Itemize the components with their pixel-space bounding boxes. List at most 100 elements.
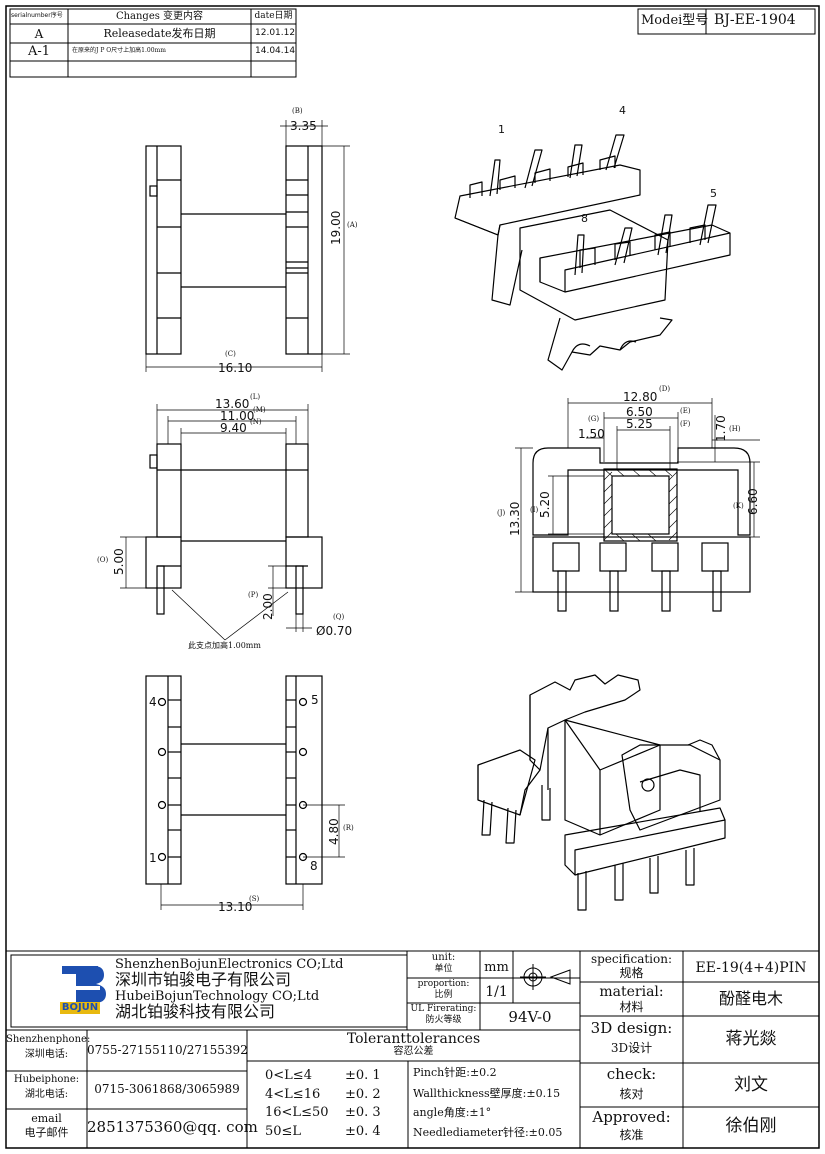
contact-label-en-2: email — [31, 1112, 62, 1125]
iso-pin-4: 4 — [619, 104, 626, 117]
design-label-cn: 3D设计 — [610, 1041, 653, 1055]
unit-label-cn: 单位 — [434, 964, 453, 974]
approved-label-en: Approved: — [592, 1108, 671, 1126]
dim-q: Ø0.70 — [316, 624, 353, 638]
material-label-cn: 材料 — [619, 1000, 644, 1014]
tag-k: (K) — [733, 502, 744, 510]
material-value: 酚醛电木 — [718, 989, 783, 1008]
company-cn-1: 深圳市铂骏电子有限公司 — [115, 970, 292, 989]
bojun-logo-icon — [60, 966, 106, 1014]
tag-r: (R) — [343, 824, 354, 832]
contact-value-2: 2851375360@qq. com — [87, 1118, 258, 1136]
tol-note-1: Wallthickness壁厚度:±0.15 — [413, 1087, 561, 1100]
support-note: 此支点加高1.00mm — [188, 641, 261, 650]
company-en-2: HubeiBojunTechnology CO;Ltd — [115, 989, 320, 1004]
front-view — [120, 404, 323, 641]
logo-text: BOJUN — [61, 1002, 99, 1013]
dim-b: 3.35 — [290, 119, 317, 133]
tol-range-0: 0<L≤4 — [265, 1068, 312, 1083]
unit-value: mm — [484, 960, 509, 975]
model-value: BJ-EE-1904 — [714, 12, 796, 28]
tag-p: (P) — [248, 591, 259, 599]
dim-r: 4.80 — [327, 818, 341, 845]
tol-value-2: ±0. 3 — [345, 1105, 381, 1120]
tag-h: (H) — [729, 425, 741, 433]
rev-change-1: 在原来的J P O尺寸上加高1.00mm — [72, 47, 166, 54]
rev-header-serial: serialnumber序号 — [11, 12, 63, 19]
tag-b: (B) — [292, 107, 303, 115]
dim-s: 13.10 — [218, 900, 253, 914]
tag-l: (L) — [250, 393, 261, 401]
tol-range-2: 16<L≤50 — [265, 1105, 329, 1120]
tag-e: (E) — [680, 407, 691, 415]
design-value: 蒋光燚 — [725, 1029, 777, 1049]
isometric-view-top — [454, 134, 731, 371]
dim-k: 6.60 — [746, 488, 760, 515]
tag-d: (D) — [659, 385, 671, 393]
tag-o: (O) — [97, 556, 109, 564]
check-label-en: check: — [606, 1065, 657, 1083]
isometric-view-bottom — [477, 674, 726, 911]
tol-range-3: 50≤L — [265, 1124, 302, 1139]
tolerances-title-cn: 容忍公差 — [393, 1046, 434, 1057]
dim-i: 5.20 — [538, 491, 552, 518]
material-label-en: material: — [599, 984, 664, 1000]
tag-n: (N) — [250, 418, 262, 426]
dim-p: 2.00 — [261, 593, 275, 620]
tag-s: (S) — [249, 895, 260, 903]
bottom-pin-5: 5 — [311, 693, 319, 707]
rev-change-0: Releasedate发布日期 — [103, 27, 216, 40]
tol-note-2: angle角度:±1° — [413, 1106, 492, 1119]
dim-a: 19.00 — [329, 210, 343, 245]
title-block-grid — [6, 950, 819, 1148]
rev-serial-0: A — [34, 27, 44, 41]
dim-m: 11.00 — [220, 409, 255, 423]
iso-pin-5: 5 — [710, 187, 717, 200]
ul-label-en: UL Firerating: — [410, 1004, 477, 1014]
dim-j: 13.30 — [508, 501, 522, 536]
ul-label-cn: 防火等级 — [425, 1015, 462, 1025]
tol-note-0: Pinch针距:±0.2 — [413, 1066, 497, 1079]
rev-date-0: 12.01.12 — [255, 28, 296, 38]
dim-o: 5.00 — [112, 548, 126, 575]
bottom-pin-1: 1 — [149, 851, 157, 865]
rev-serial-1: A-1 — [27, 44, 51, 59]
model-label: Modei型号 — [641, 13, 709, 28]
tol-range-1: 4<L≤16 — [265, 1087, 321, 1102]
tol-value-1: ±0. 2 — [345, 1087, 381, 1102]
tag-g: (G) — [588, 415, 600, 423]
ul-value: 94V-0 — [508, 1008, 552, 1026]
tag-i: (I) — [530, 506, 539, 514]
rev-date-1: 14.04.14 — [255, 46, 296, 56]
side-view — [515, 398, 760, 612]
dim-h: 1.70 — [714, 415, 728, 442]
contact-label-cn-0: 深圳电话: — [24, 1049, 69, 1060]
design-label-en: 3D design: — [590, 1019, 673, 1037]
dim-c: 16.10 — [218, 361, 253, 375]
dim-d: 12.80 — [623, 390, 658, 404]
bottom-view — [145, 675, 345, 910]
model-box — [637, 8, 816, 35]
contact-label-en-1: Hubeiphone: — [13, 1074, 80, 1085]
tolerances-title-en: Toleranttolerances — [346, 1031, 481, 1047]
tol-value-3: ±0. 4 — [345, 1124, 381, 1139]
top-view — [145, 120, 350, 372]
rev-header-changes: Changes 变更内容 — [115, 11, 204, 22]
approved-label-cn: 核准 — [619, 1128, 644, 1142]
company-cn-2: 湖北铂骏科技有限公司 — [115, 1002, 276, 1021]
tol-note-3: Needlediameter针径:±0.05 — [413, 1126, 563, 1139]
spec-value: EE-19(4+4)PIN — [695, 960, 807, 976]
projection-symbol-icon — [520, 964, 571, 990]
unit-label-en: unit: — [431, 952, 456, 963]
iso-pin-8: 8 — [581, 212, 588, 225]
contact-label-cn-1: 湖北电话: — [24, 1089, 69, 1100]
contact-label-en-0: Shenzhenphone: — [6, 1034, 91, 1045]
contact-value-0: 0755-27155110/27155392 — [87, 1043, 248, 1057]
spec-label-en: specification: — [590, 952, 673, 966]
rev-header-date: date日期 — [254, 11, 293, 21]
dim-e: 6.50 — [626, 405, 653, 419]
contact-label-cn-2: 电子邮件 — [24, 1126, 69, 1139]
tag-m: (M) — [253, 406, 266, 414]
company-en-1: ShenzhenBojunElectronics CO;Ltd — [115, 957, 344, 972]
spec-label-cn: 规格 — [619, 966, 644, 980]
